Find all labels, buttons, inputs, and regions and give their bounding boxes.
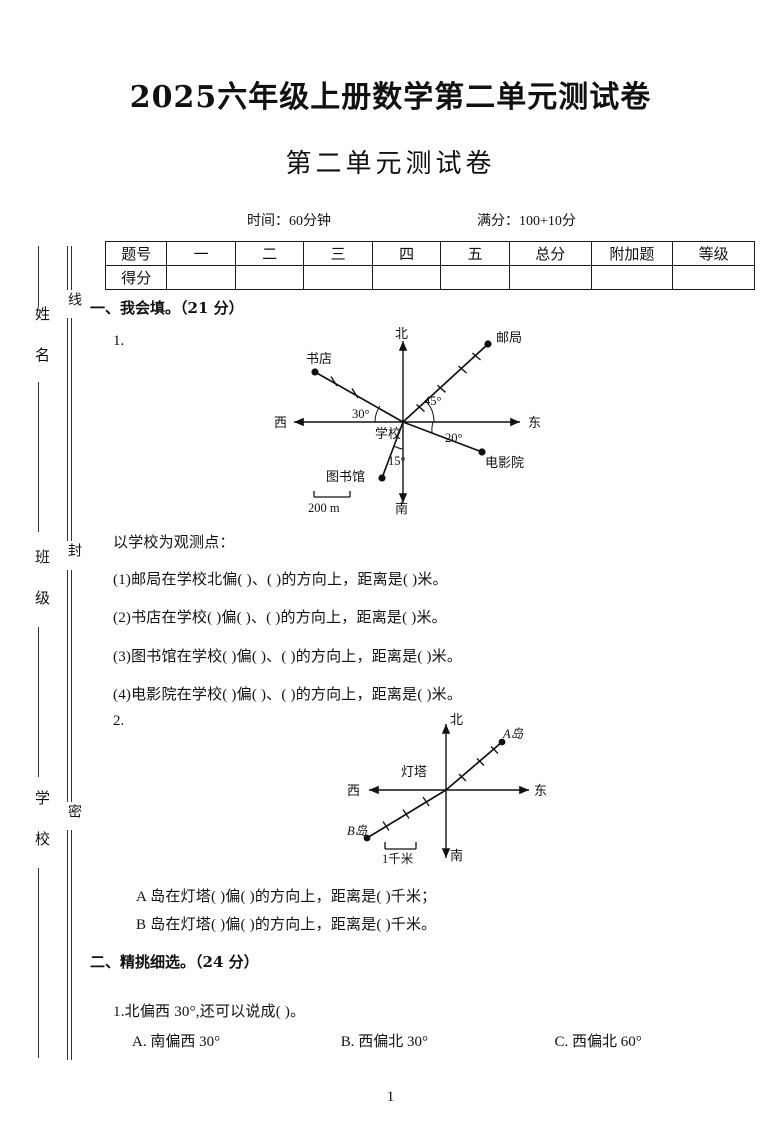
col-header-bonus: 附加题 xyxy=(590,241,674,266)
direction-west: 西 xyxy=(274,415,287,430)
scale-label-2: 1千米 xyxy=(382,852,414,866)
seal-line-mid1 xyxy=(67,318,72,541)
exam-total-score: 满分：100+10分 xyxy=(477,214,576,229)
angle-20: 20° xyxy=(445,431,463,445)
col-header-5: 五 xyxy=(440,241,510,266)
question-2-number: 2. xyxy=(113,713,125,729)
section-one-heading: 一、我会填。（21 分） xyxy=(90,299,244,317)
section-two-q1-options: A. 南偏西 30° B. 西偏北 30° C. 西偏北 60° xyxy=(132,1030,642,1051)
label-library: 图书馆 xyxy=(326,469,365,484)
class-school-rule xyxy=(38,627,39,777)
score-cell-3[interactable] xyxy=(303,265,373,290)
name-rule xyxy=(38,246,39,306)
margin-name-label: 姓 名 xyxy=(33,306,49,367)
direction-north-2: 北 xyxy=(450,712,463,727)
score-cell-total[interactable] xyxy=(508,265,592,290)
section-two-heading: 二、精挑细选。（24 分） xyxy=(90,953,259,971)
seal-line-top xyxy=(67,246,72,290)
q1-blank-2[interactable]: (2)书店在学校( )偏( )、( )的方向上，距离是( )米。 xyxy=(113,610,447,626)
angle-15: 15° xyxy=(388,454,406,468)
score-cell-grade[interactable] xyxy=(672,265,755,290)
scale-bar-2 xyxy=(384,842,417,850)
label-lighthouse-center: 灯塔 xyxy=(401,764,427,779)
col-header-4: 四 xyxy=(371,241,442,266)
col-header-1: 一 xyxy=(166,241,236,266)
direction-west-2: 西 xyxy=(347,783,360,798)
q1-blank-1[interactable]: (1)邮局在学校北偏( )、( )的方向上，距离是( )米。 xyxy=(113,572,448,588)
col-header-3: 三 xyxy=(303,241,373,266)
score-cell-5[interactable] xyxy=(440,265,510,290)
q1-blank-3[interactable]: (3)图书馆在学校( )偏( )、( )的方向上，距离是( )米。 xyxy=(113,649,463,665)
label-school-center: 学校 xyxy=(375,426,401,441)
margin-school-label: 学 校 xyxy=(33,790,49,851)
q2-blank-b[interactable]: B 岛在灯塔( )偏( )的方向上，距离是( )千米。 xyxy=(136,917,437,933)
option-a[interactable]: A. 南偏西 30° xyxy=(132,1034,221,1050)
margin-class-label: 班 级 xyxy=(33,549,49,610)
q1-prompt: 以学校为观测点： xyxy=(113,535,235,551)
row-label-number: 题号 xyxy=(104,241,168,266)
seal-label-xian: 线 xyxy=(66,292,81,311)
score-table: 题号 一 二 三 四 五 总分 附加题 等级 得分 xyxy=(104,241,755,290)
direction-south-2: 南 xyxy=(450,848,463,863)
score-cell-4[interactable] xyxy=(371,265,442,290)
page-number: 1 xyxy=(386,1089,395,1105)
row-label-score: 得分 xyxy=(104,265,168,290)
option-b[interactable]: B. 西偏北 30° xyxy=(340,1034,429,1050)
page-title: 2025六年级上册数学第二单元测试卷 xyxy=(129,80,652,115)
label-cinema: 电影院 xyxy=(485,455,524,470)
table-row-header: 题号 一 二 三 四 五 总分 附加题 等级 xyxy=(104,241,755,266)
school-rule xyxy=(38,868,39,1058)
label-island-a: A岛 xyxy=(502,727,524,741)
compass-diagram-school: 邮局 45° 书店 30° 电影院 20° 15° 图书馆 北 南 东 西 学校 xyxy=(274,326,541,516)
scale-label: 200 m xyxy=(308,501,340,515)
direction-south: 南 xyxy=(395,501,408,516)
col-header-total: 总分 xyxy=(508,241,592,266)
col-header-2: 二 xyxy=(234,241,305,266)
score-cell-1[interactable] xyxy=(166,265,236,290)
seal-label-mi: 密 xyxy=(66,804,81,823)
exam-time: 时间：60分钟 xyxy=(247,214,331,229)
page-subtitle: 第二单元测试卷 xyxy=(285,149,496,179)
direction-east-2: 东 xyxy=(534,783,547,798)
section-two-q1-text[interactable]: 1.北偏西 30°,还可以说成( )。 xyxy=(113,1004,306,1020)
seal-line-bottom xyxy=(67,830,72,1060)
scale-bar xyxy=(313,491,351,498)
angle-30: 30° xyxy=(352,407,370,421)
name-class-rule xyxy=(38,382,39,532)
question-1-number: 1. xyxy=(113,333,125,349)
table-row-score: 得分 xyxy=(104,265,755,290)
q2-blank-a[interactable]: A 岛在灯塔( )偏( )的方向上，距离是( )千米； xyxy=(136,889,437,905)
col-header-grade: 等级 xyxy=(672,241,755,266)
direction-north: 北 xyxy=(395,326,408,341)
score-cell-2[interactable] xyxy=(234,265,305,290)
option-c[interactable]: C. 西偏北 60° xyxy=(554,1034,642,1050)
q1-blank-4[interactable]: (4)电影院在学校( )偏( )、( )的方向上，距离是( )米。 xyxy=(113,687,463,703)
direction-east: 东 xyxy=(528,415,541,430)
seal-label-feng: 封 xyxy=(66,543,81,562)
label-bookstore: 书店 xyxy=(306,351,332,366)
label-post-office: 邮局 xyxy=(496,330,522,345)
compass-diagram-lighthouse: A岛 B岛 北 南 东 西 灯塔 1千米 xyxy=(347,712,547,866)
seal-line-mid2 xyxy=(67,570,72,802)
label-island-b: B岛 xyxy=(347,824,368,838)
score-cell-bonus[interactable] xyxy=(590,265,674,290)
